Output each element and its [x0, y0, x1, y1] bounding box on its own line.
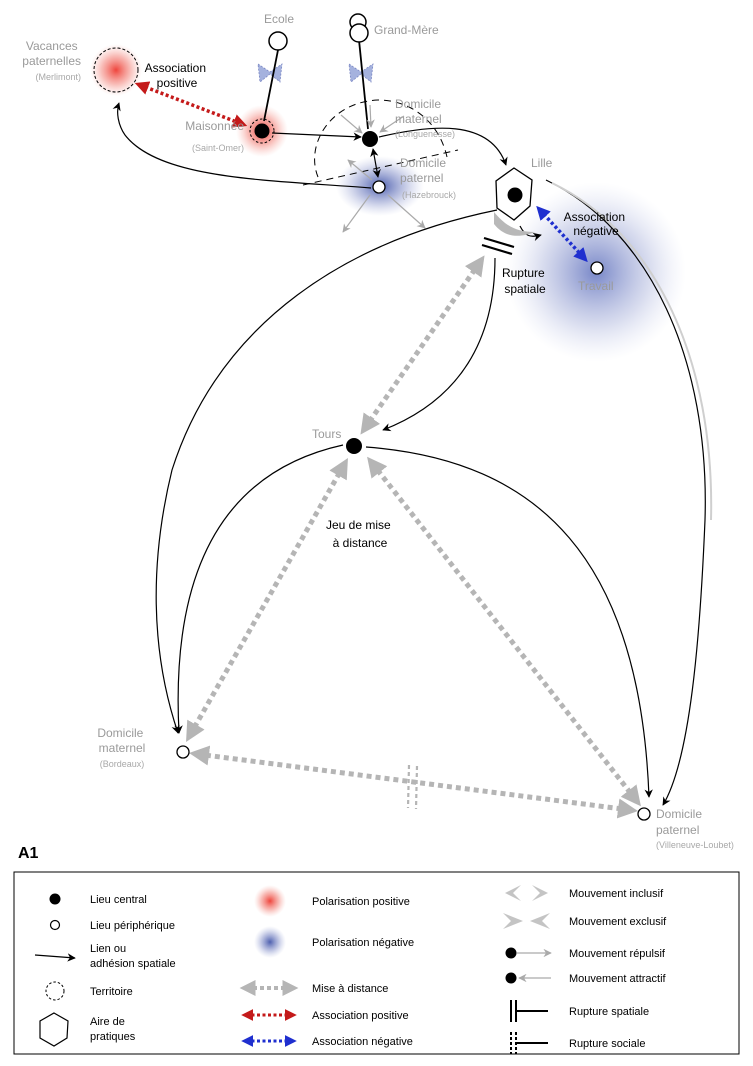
legend-repulsif-dot — [505, 947, 517, 959]
distance-tours-villeneuve — [367, 456, 641, 807]
node-travail — [590, 261, 604, 275]
label-vacances: Vacances paternelles — [22, 39, 81, 68]
link-grand-mere — [358, 39, 369, 130]
link-lille-to-villeneuve — [545, 179, 706, 806]
label-maisonnee-sub: (Saint-Omer) — [192, 143, 244, 153]
label-dom-mat-nord: Domicile maternel — [395, 97, 444, 126]
label-maisonnee: Maisonnée — [185, 119, 244, 133]
node-grand-mere — [349, 23, 369, 43]
legend-pol-pos: Polarisation positive — [312, 896, 410, 908]
legend-assoc-neg: Association négative — [312, 1036, 413, 1048]
territory-vacances — [93, 47, 139, 93]
legend-rupture-spatiale: Rupture spatiale — [569, 1006, 649, 1018]
legend-territoire-icon — [45, 981, 65, 1001]
label-dom-mat-sud: Domicile maternel — [97, 726, 146, 755]
label-jeu: Jeu de mise à distance — [326, 518, 394, 550]
node-bordeaux — [176, 745, 190, 759]
territory-longuenesse-arc — [314, 99, 448, 178]
link-ecole — [263, 49, 279, 122]
distance-lille-tours — [360, 255, 485, 435]
label-tours: Tours — [312, 427, 341, 441]
legend-exclusive-icon — [503, 913, 550, 929]
label-lille: Lille — [531, 156, 553, 170]
label-dom-mat-sud-sub: (Bordeaux) — [100, 759, 145, 769]
node-lille — [507, 187, 523, 203]
territory-longuenesse-base — [302, 149, 459, 186]
distance-bordeaux-villeneuve — [189, 745, 638, 819]
label-vacances-sub: (Merlimont) — [35, 72, 81, 82]
legend-rupture-spatiale-icon — [510, 1000, 548, 1022]
legend-lieu-peripherique: Lieu périphérique — [90, 920, 175, 932]
label-ecole: Ecole — [264, 12, 294, 26]
legend-attractif-dot — [505, 972, 517, 984]
panel-label: A1 — [18, 845, 39, 862]
legend-aire-icon — [39, 1012, 69, 1047]
legend-territoire: Territoire — [90, 986, 133, 998]
legend-lieu-central-icon — [49, 893, 61, 905]
link-lille-to-bordeaux — [155, 209, 498, 734]
legend-lieu-peripherique-icon — [49, 919, 61, 931]
repulsive-arrows-hazebrouck — [342, 159, 426, 233]
link-hazebrouck-to-vacances — [112, 102, 372, 189]
label-dom-mat-nord-sub: (Longuenesse) — [395, 129, 455, 139]
node-longuenesse — [362, 131, 378, 147]
attractive-arrows-longuenesse — [340, 104, 405, 134]
node-hazebrouck — [372, 180, 386, 194]
exclusive-movement-icon-ecole — [257, 63, 283, 83]
label-dom-pat-sud-sub: (Villeneuve-Loubet) — [656, 840, 734, 850]
label-assoc-pos: Association positive — [145, 61, 210, 90]
exclusive-movement-icon-grand-mere — [348, 63, 374, 83]
label-dom-pat-nord-sub: (Hazebrouck) — [402, 190, 456, 200]
node-tours — [346, 438, 362, 454]
link-lille-to-tours — [382, 257, 496, 432]
spatial-rupture-mark — [481, 236, 515, 256]
legend-mvt-attractif: Mouvement attractif — [569, 973, 667, 985]
legend-mvt-repulsif: Mouvement répulsif — [569, 948, 666, 960]
lille-inclusive-chevron — [494, 212, 535, 236]
label-assoc-neg: Association négative — [564, 210, 629, 238]
legend-rupture-sociale-icon — [510, 1032, 548, 1054]
association-positive-arrow — [134, 81, 248, 128]
link-longuenesse-hazebrouck — [370, 148, 381, 178]
link-lille-to-villeneuve-shadow — [551, 182, 713, 521]
link-maisonnee-to-longuenesse — [271, 132, 362, 141]
polarisation-positive-vacances — [90, 44, 142, 96]
link-longuenesse-to-lille — [378, 127, 508, 166]
legend-box — [13, 871, 740, 1055]
legend-rupture-sociale: Rupture sociale — [569, 1038, 645, 1050]
legend-aire: Aire de pratiques — [90, 1016, 136, 1043]
legend-lieu-central: Lieu central — [90, 894, 147, 906]
territory-maisonnee — [249, 118, 275, 144]
legend-pol-pos-icon — [254, 885, 286, 917]
label-dom-pat-sud: Domicile paternel — [656, 807, 705, 837]
node-maisonnee — [254, 123, 270, 139]
label-rupture: Rupture spatiale — [502, 266, 548, 296]
legend-mvt-exclusif: Mouvement exclusif — [569, 916, 667, 928]
distance-arrows — [186, 255, 641, 819]
legend-lien-icon — [34, 953, 76, 962]
label-dom-pat-nord: Domicile paternel — [400, 156, 449, 185]
social-rupture-mark — [406, 764, 419, 810]
label-travail: Travail — [578, 279, 614, 293]
link-tours-to-bordeaux — [174, 444, 344, 734]
legend-distance: Mise à distance — [312, 983, 388, 995]
legend-mvt-inclusif: Mouvement inclusif — [569, 888, 664, 900]
node-villeneuve — [637, 807, 651, 821]
node-ecole — [268, 31, 288, 51]
legend-inclusive-icon — [505, 885, 548, 901]
label-grand-mere: Grand-Mère — [374, 23, 439, 37]
legend-assoc-pos: Association positive — [312, 1010, 409, 1022]
distance-tours-bordeaux — [186, 458, 348, 742]
legend-pol-neg: Polarisation négative — [312, 937, 414, 949]
legend-lien: Lien ou adhésion spatiale — [90, 943, 176, 970]
legend-pol-neg-icon — [254, 926, 286, 958]
link-tours-to-villeneuve — [365, 446, 653, 798]
